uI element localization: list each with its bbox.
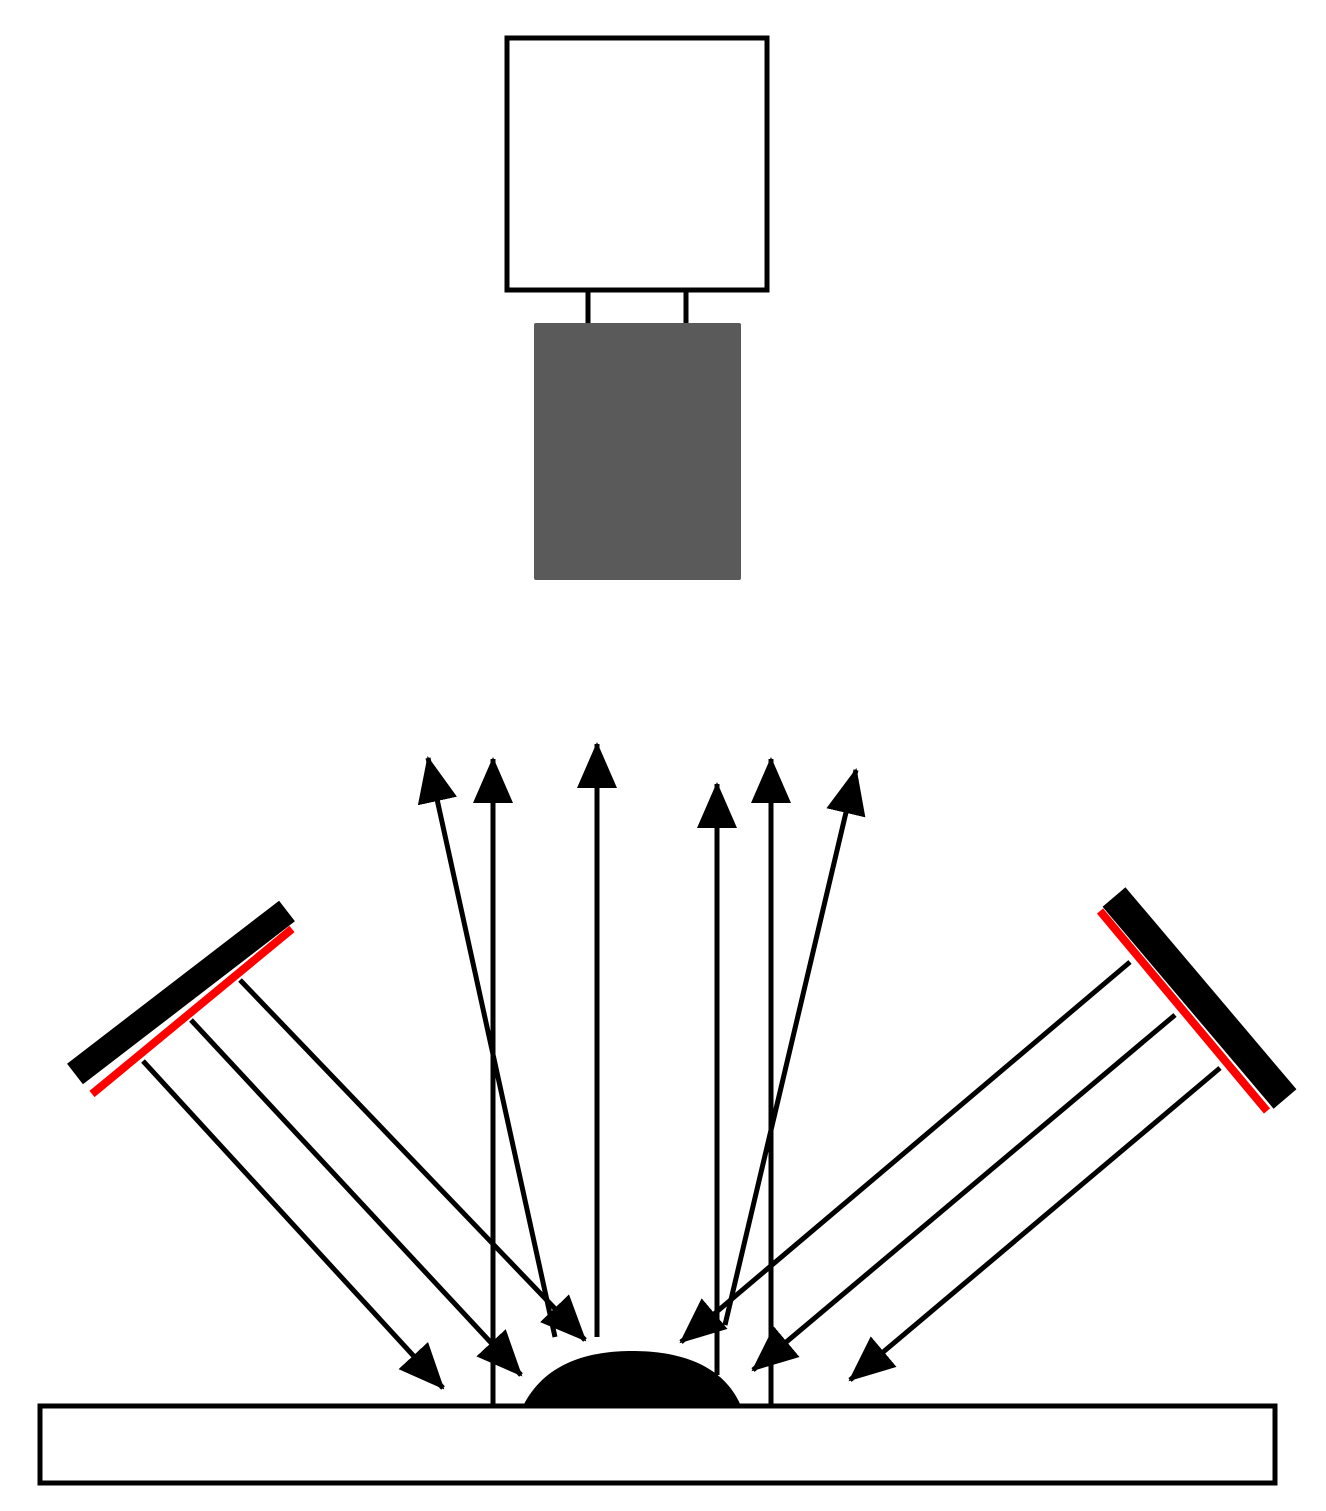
camera-lens	[534, 323, 741, 580]
incident-ray	[238, 978, 587, 1342]
incident-ray	[141, 1059, 445, 1390]
incident-ray	[679, 960, 1132, 1344]
incident-ray	[848, 1066, 1222, 1382]
camera-body	[504, 35, 770, 293]
incident-rays-left	[141, 978, 587, 1390]
incident-rays-right	[679, 960, 1222, 1382]
left-light-panel	[67, 900, 295, 1098]
incident-ray	[189, 1018, 523, 1377]
incident-ray	[751, 1013, 1177, 1372]
reflected-rays	[417, 742, 866, 1405]
reflected-ray	[417, 756, 558, 1338]
right-light-panel	[1096, 887, 1297, 1114]
reflected-ray	[722, 768, 866, 1326]
specimen	[523, 1351, 741, 1406]
base-plate	[37, 1403, 1278, 1486]
